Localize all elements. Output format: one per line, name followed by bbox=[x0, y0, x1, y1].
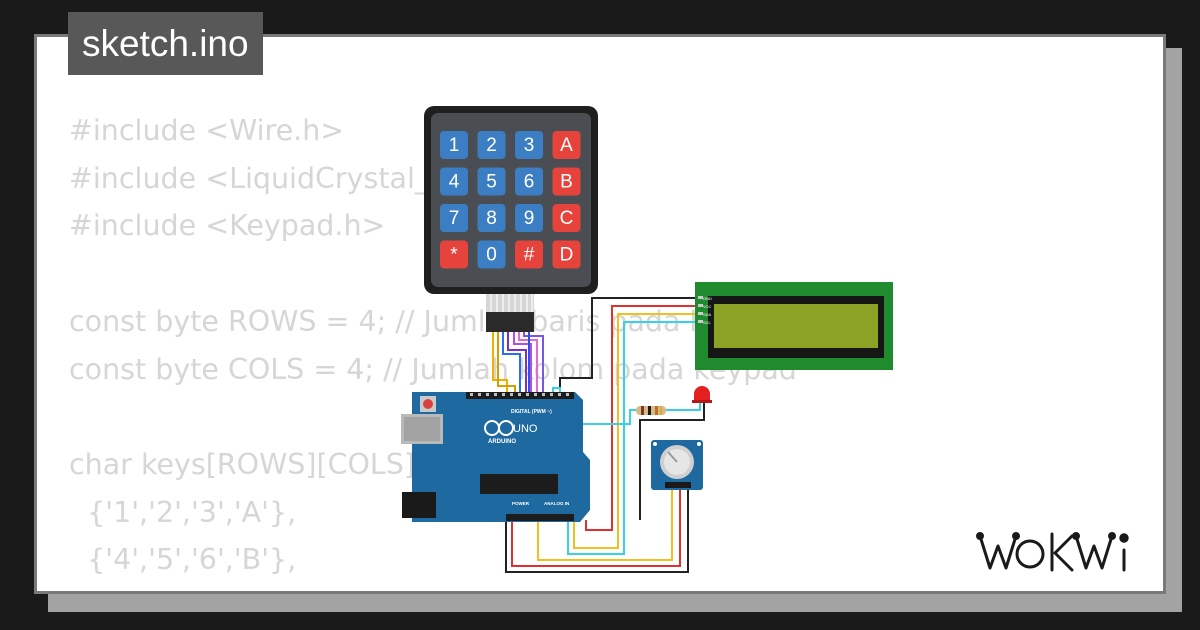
wire-keypad-1 bbox=[492, 332, 508, 398]
keypad-key[interactable]: 0 bbox=[477, 240, 506, 269]
resistor bbox=[636, 406, 666, 415]
arduino-brand-label: ARDUINO bbox=[488, 439, 516, 445]
keypad-key[interactable]: 3 bbox=[515, 131, 543, 159]
keypad-key-label: 5 bbox=[486, 172, 497, 193]
keypad-key-label: 8 bbox=[486, 208, 497, 229]
lcd-pin-scl: SCL bbox=[703, 320, 712, 325]
keypad-key[interactable]: 8 bbox=[477, 204, 506, 232]
code-line: #include <Wire.h> bbox=[69, 114, 345, 147]
wire-lcd-vcc bbox=[585, 305, 700, 531]
keypad-key[interactable]: B bbox=[552, 167, 581, 196]
wires bbox=[492, 297, 705, 573]
wire-pot-signal bbox=[511, 486, 681, 567]
keypad-key[interactable]: 6 bbox=[515, 167, 543, 196]
keypad-key[interactable]: 5 bbox=[477, 167, 506, 196]
arduino-model-label: UNO bbox=[513, 423, 538, 435]
keypad-key-label: 9 bbox=[524, 208, 535, 229]
wire-keypad-7 bbox=[523, 332, 544, 398]
keypad-key-label: D bbox=[560, 245, 574, 266]
wire-pot-vcc bbox=[537, 486, 673, 561]
keypad-key-label: * bbox=[450, 245, 458, 266]
potentiometer bbox=[651, 440, 703, 490]
wire-lcd-sda bbox=[573, 313, 700, 549]
keypad-key-label: C bbox=[560, 208, 574, 229]
lcd-pin-sda: SDA bbox=[703, 312, 712, 317]
keypad-key-label: 4 bbox=[449, 172, 460, 193]
wire-lcd-scl bbox=[567, 321, 700, 555]
code-line: {'1','2','3','A'}, bbox=[69, 495, 297, 529]
keypad-key[interactable]: 7 bbox=[440, 204, 468, 232]
keypad-key[interactable]: C bbox=[552, 204, 581, 232]
keypad-key[interactable]: 9 bbox=[515, 204, 543, 232]
wire-led bbox=[666, 400, 701, 411]
keypad-key[interactable]: # bbox=[515, 240, 543, 269]
lcd-16x2: GND VCC SDA SCL bbox=[695, 282, 893, 370]
keypad-key-label: # bbox=[524, 245, 535, 266]
wokwi-logo-mark bbox=[976, 532, 1129, 572]
sketch-filename: sketch.ino bbox=[68, 12, 263, 75]
wire-keypad-5 bbox=[513, 332, 532, 398]
code-preview: #include <Wire.h> #include <LiquidCrysta… bbox=[69, 107, 797, 591]
keypad-key-label: 6 bbox=[524, 172, 535, 193]
keypad-key-label: 3 bbox=[524, 135, 535, 156]
wokwi-logo bbox=[976, 528, 1152, 581]
keypad-key[interactable]: D bbox=[552, 240, 581, 269]
keypad-key-label: 0 bbox=[486, 245, 497, 266]
wire-led-gnd bbox=[639, 400, 705, 520]
keypad-key-label: A bbox=[560, 135, 573, 156]
keypad-key[interactable]: 2 bbox=[477, 131, 506, 159]
keypad-key-label: 7 bbox=[449, 208, 460, 229]
code-line: {'4','5','6','B'}, bbox=[69, 543, 297, 577]
keypad-key-label: 1 bbox=[449, 135, 460, 156]
keypad-key-label: B bbox=[560, 172, 573, 193]
keypad-keys: 1 2 3 A 4 5 6 B 7 8 9 C * 0 # D bbox=[440, 131, 581, 269]
wire-pot-gnd bbox=[505, 486, 689, 573]
wire-keypad-4 bbox=[507, 332, 527, 398]
code-line: #include <Keypad.h> bbox=[69, 209, 386, 243]
wire-lcd-gnd bbox=[559, 297, 700, 398]
arduino-digital-label: DIGITAL (PWM ~) bbox=[511, 409, 552, 415]
keypad-key[interactable]: * bbox=[440, 240, 468, 269]
arduino-uno: UNO ARDUINO DIGITAL (PWM ~) POWER ANALOG… bbox=[401, 392, 590, 522]
lcd-pin-gnd: GND bbox=[703, 296, 712, 301]
keypad-4x4: 1 2 3 A 4 5 6 B 7 8 9 C * 0 # D bbox=[424, 106, 598, 332]
lcd-pin-vcc: VCC bbox=[703, 304, 712, 309]
keypad-key[interactable]: A bbox=[552, 131, 581, 159]
keypad-key[interactable]: 1 bbox=[440, 131, 468, 159]
keypad-key-label: 2 bbox=[486, 135, 497, 156]
preview-card: #include <Wire.h> #include <LiquidCrysta… bbox=[34, 34, 1166, 594]
keypad-key[interactable]: 4 bbox=[440, 167, 468, 196]
arduino-analog-label: ANALOG IN bbox=[544, 501, 569, 506]
red-led bbox=[692, 386, 712, 403]
wire-keypad-3 bbox=[502, 332, 521, 398]
arduino-power-label: POWER bbox=[512, 501, 530, 506]
